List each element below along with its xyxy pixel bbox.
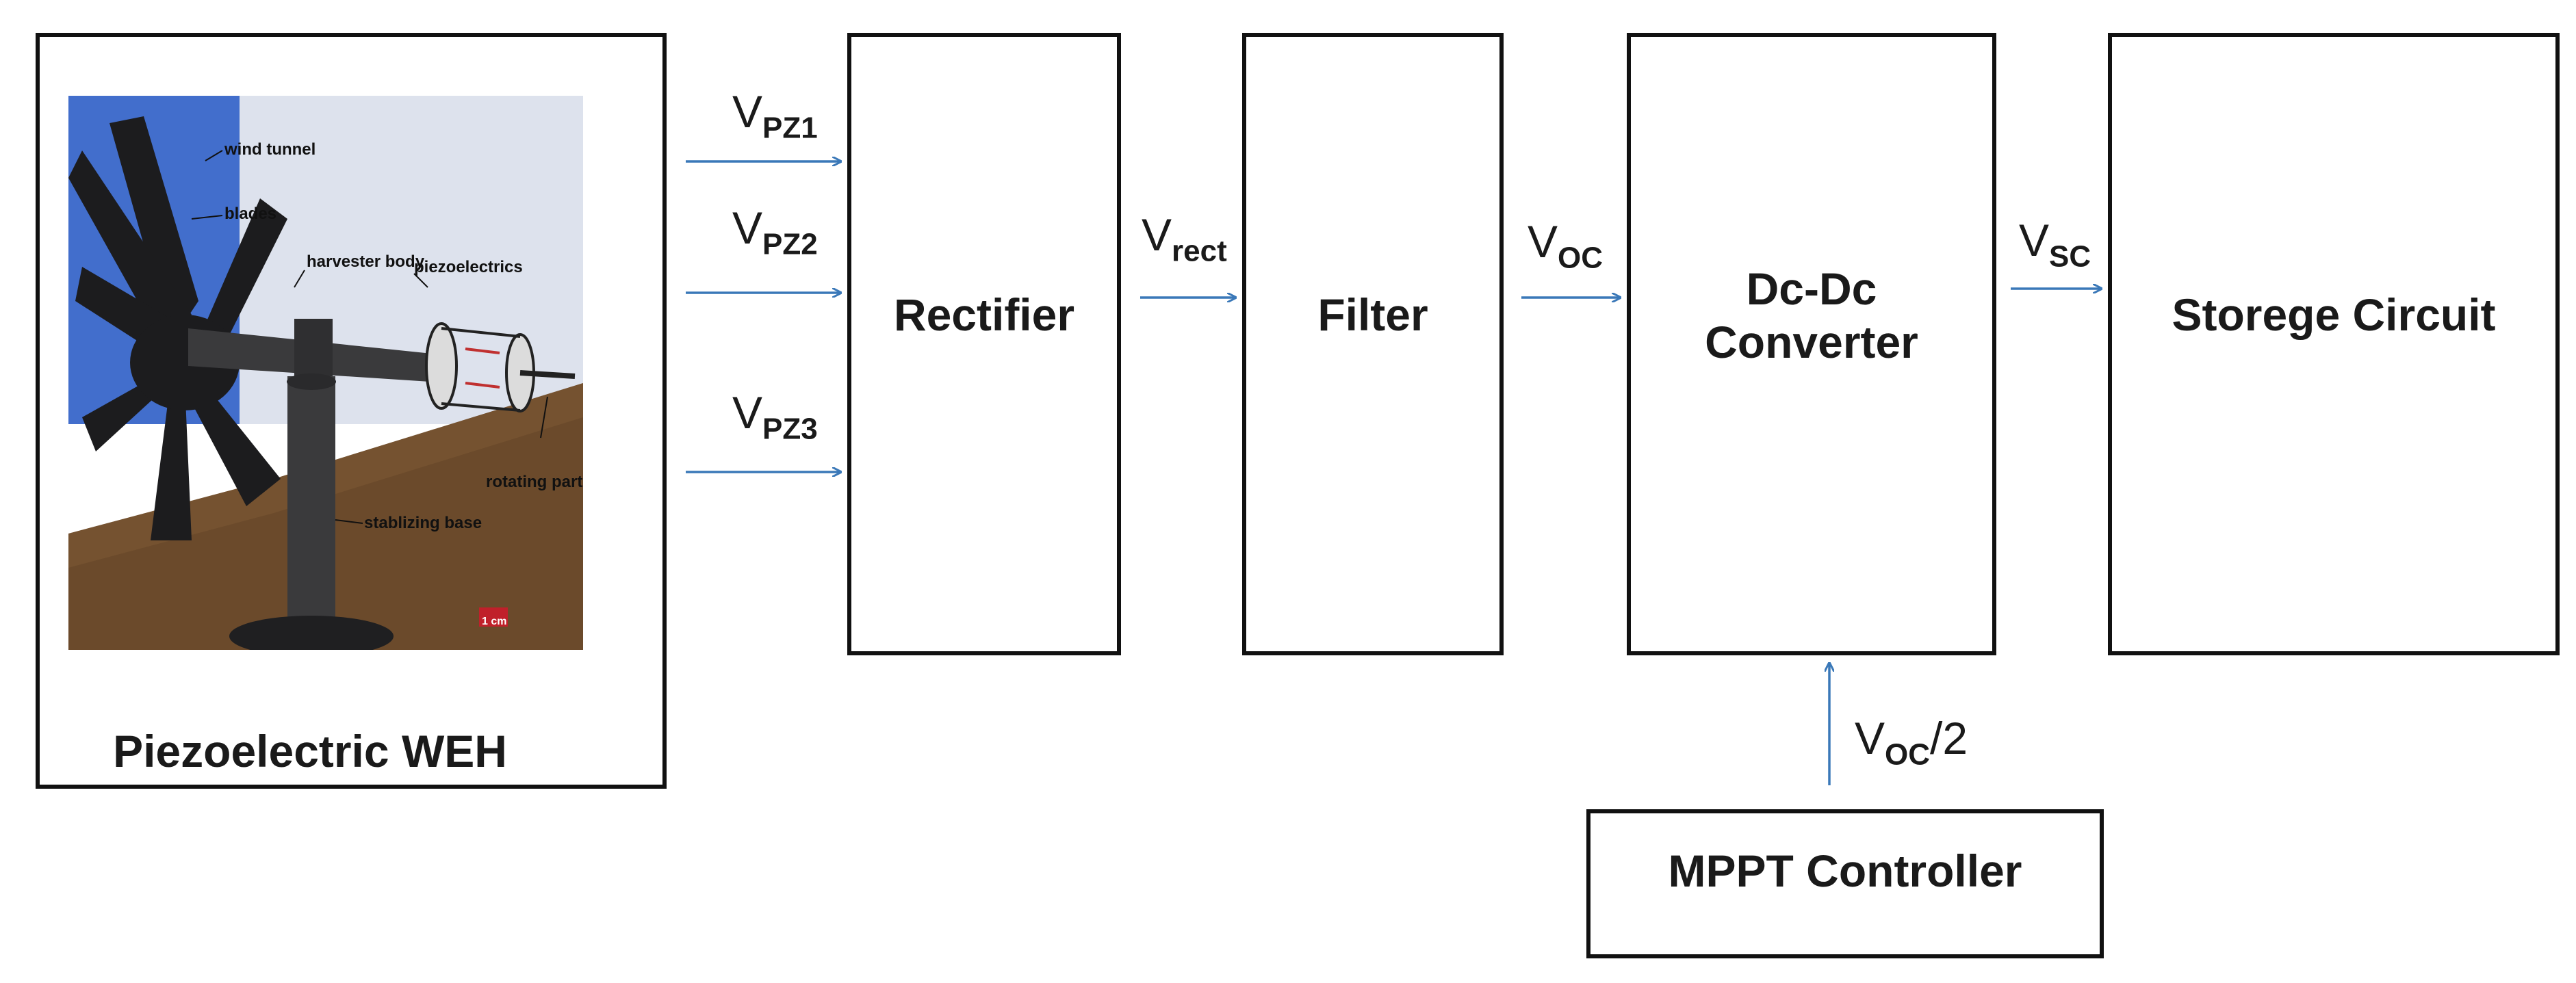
- dcdc-label-line2: Converter: [1705, 316, 1918, 367]
- label-piezoelectrics: piezoelectrics: [414, 258, 523, 276]
- filter-label: Filter: [1317, 289, 1428, 340]
- piezo-assembly-icon: [425, 322, 576, 412]
- filter-block: Filter: [1242, 33, 1504, 655]
- label-stabilizing-base: stablizing base: [364, 514, 482, 532]
- signal-voc-half: VOC/2: [1855, 713, 1968, 772]
- harvester-illustration: 1 cm wind tunnel blades harvester body p…: [68, 96, 583, 650]
- label-rotating-parts: rotating parts: [486, 473, 583, 491]
- signal-vrect: Vrect: [1142, 209, 1227, 268]
- rectifier-label: Rectifier: [893, 289, 1075, 340]
- signal-vpz2: VPZ2: [732, 202, 818, 261]
- rectifier-block: Rectifier: [847, 33, 1121, 655]
- label-blades: blades: [224, 205, 276, 223]
- signal-vsc: VSC: [2019, 215, 2091, 274]
- signal-vpz3: VPZ3: [732, 387, 818, 446]
- dcdc-label: Dc-Dc Converter: [1631, 263, 1992, 369]
- harvester-label: Piezoelectric WEH: [113, 726, 507, 776]
- dcdc-label-line1: Dc-Dc: [1746, 263, 1877, 314]
- scale-marker: [479, 607, 508, 614]
- storage-label: Storege Circuit: [2172, 289, 2496, 340]
- mppt-label: MPPT Controller: [1668, 846, 2022, 896]
- signal-voc: VOC: [1528, 216, 1603, 275]
- label-wind-tunnel: wind tunnel: [224, 140, 315, 159]
- dcdc-converter-block: Dc-Dc Converter: [1627, 33, 1996, 655]
- signal-vpz1: VPZ1: [732, 86, 818, 145]
- storage-circuit-block: Storege Circuit: [2108, 33, 2560, 655]
- scale-label: 1 cm: [482, 616, 506, 627]
- mppt-controller-block: MPPT Controller: [1586, 809, 2104, 958]
- label-harvester-body: harvester body: [307, 252, 425, 271]
- stabilizing-base: [287, 376, 335, 650]
- turbine-blades-icon: [68, 116, 287, 540]
